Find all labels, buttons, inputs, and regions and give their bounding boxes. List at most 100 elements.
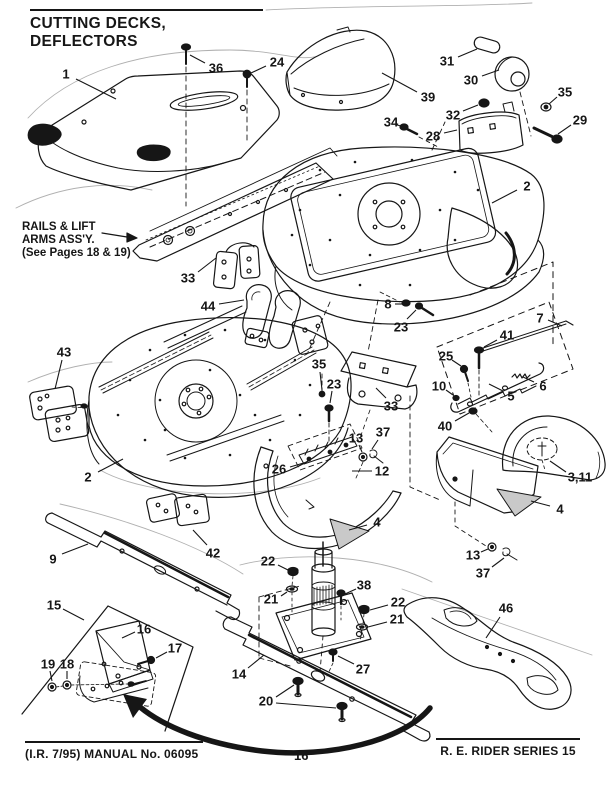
callout-label: 37 <box>476 566 490 581</box>
callout-label: 41 <box>500 328 514 343</box>
callout-leader <box>491 189 518 204</box>
callout-leader <box>367 621 388 628</box>
callout-label: 22 <box>391 595 405 610</box>
callout-leader <box>192 529 208 546</box>
callout-label: 33 <box>384 399 398 414</box>
callout-label: 37 <box>376 425 390 440</box>
callout-leader <box>451 359 462 367</box>
callout-label: 23 <box>327 377 341 392</box>
fastener-screw-24 <box>242 69 252 143</box>
callout-label: 29 <box>573 113 587 128</box>
callout-label: 33 <box>181 271 195 286</box>
callout-leader <box>530 500 551 507</box>
inset-deflector-group <box>21 605 194 732</box>
rails-lift-note: RAILS & LIFT ARMS ASS'Y. (See Pages 18 &… <box>22 221 131 260</box>
callout-label: 13 <box>466 548 480 563</box>
rails-lift-note-line3: (See Pages 18 & 19) <box>22 247 131 259</box>
callout-leader <box>247 654 265 669</box>
callout-leader <box>491 557 505 568</box>
bracket-28-hardware <box>399 98 563 154</box>
deflector-39 <box>285 26 396 111</box>
callout-leader <box>488 383 504 392</box>
callout-leader <box>275 702 337 709</box>
callout-label: 21 <box>390 612 404 627</box>
callout-leader <box>319 371 323 391</box>
callout-leader <box>97 458 124 473</box>
callout-leader <box>197 257 217 273</box>
callout-leader <box>396 124 402 127</box>
reference-arrow <box>123 694 433 756</box>
callout-label: 12 <box>375 464 389 479</box>
deflector-strip-26 <box>287 373 363 471</box>
callout-leader <box>54 359 63 390</box>
callout-label: 16 <box>137 622 151 637</box>
callout-label: 4 <box>373 515 381 530</box>
callout-label: 4 <box>556 502 564 517</box>
callout-label: 31 <box>440 54 454 69</box>
callout-label: 19 <box>41 657 55 672</box>
callout-leader <box>62 608 85 621</box>
callout-label: 18 <box>60 657 74 672</box>
callout-label: 6 <box>539 379 546 394</box>
footer-manual-number: (I.R. 7/95) MANUAL No. 06095 <box>25 741 203 761</box>
callout-label: 40 <box>438 419 452 434</box>
callout-leader <box>522 376 535 383</box>
upper-deck-rivets <box>290 158 480 287</box>
lower-deck-rivets <box>116 328 312 460</box>
callout-label: 1 <box>62 67 69 82</box>
discharge-chute-left <box>253 446 402 550</box>
callout-label: 42 <box>206 546 220 561</box>
callout-leader <box>375 387 387 399</box>
fastener-bolt-36 <box>180 43 192 207</box>
callout-leader <box>443 129 458 134</box>
callout-leader <box>557 124 572 135</box>
callout-leader <box>280 591 288 597</box>
callout-leader <box>549 460 567 473</box>
bracket-42 <box>145 493 210 527</box>
callout-label: 26 <box>272 462 286 477</box>
lift-hooks-44-45 <box>242 284 329 355</box>
callout-label: 23 <box>394 320 408 335</box>
callout-label: 15 <box>47 598 61 613</box>
note-arrow <box>101 232 138 243</box>
callout-leader <box>358 444 363 453</box>
callout-leader <box>289 461 308 468</box>
callout-leader <box>381 72 418 93</box>
bracket-33-upper <box>212 242 261 290</box>
callout-label: 44 <box>201 299 216 314</box>
callout-leader <box>155 651 168 659</box>
callout-leader <box>369 604 389 611</box>
callout-leader <box>480 548 489 553</box>
callout-leader <box>49 670 53 682</box>
callout-label: 35 <box>312 357 326 372</box>
footer-series-name: R. E. RIDER SERIES 15 <box>436 738 580 758</box>
callout-label: 38 <box>357 578 371 593</box>
callout-label: 14 <box>232 667 247 682</box>
rails-lift-note-line1: RAILS & LIFT <box>22 221 96 233</box>
callout-label: 20 <box>259 694 273 709</box>
callout-leader <box>75 78 117 100</box>
callout-label: 17 <box>168 641 182 656</box>
callout-label: 9 <box>49 552 56 567</box>
callout-leader <box>277 564 289 571</box>
callout-label: 21 <box>264 592 278 607</box>
callout-label: 46 <box>499 601 513 616</box>
callout-label: 22 <box>261 554 275 569</box>
callout-label: 7 <box>536 311 543 326</box>
callout-label: 25 <box>439 349 453 364</box>
callout-label: 43 <box>57 345 71 360</box>
rails-lift-note-line2: ARMS ASS'Y. <box>22 234 95 246</box>
callout-leader <box>337 655 355 665</box>
callout-leader <box>344 588 357 595</box>
callout-leader <box>218 299 245 305</box>
callout-label: 30 <box>464 73 478 88</box>
callout-leader <box>329 390 333 404</box>
callout-leader <box>454 412 470 422</box>
callout-label: 28 <box>426 129 440 144</box>
rails-lift-arms <box>132 147 338 262</box>
callout-leader <box>485 616 501 639</box>
lower-deck <box>71 305 352 498</box>
callout-leader <box>121 631 136 639</box>
